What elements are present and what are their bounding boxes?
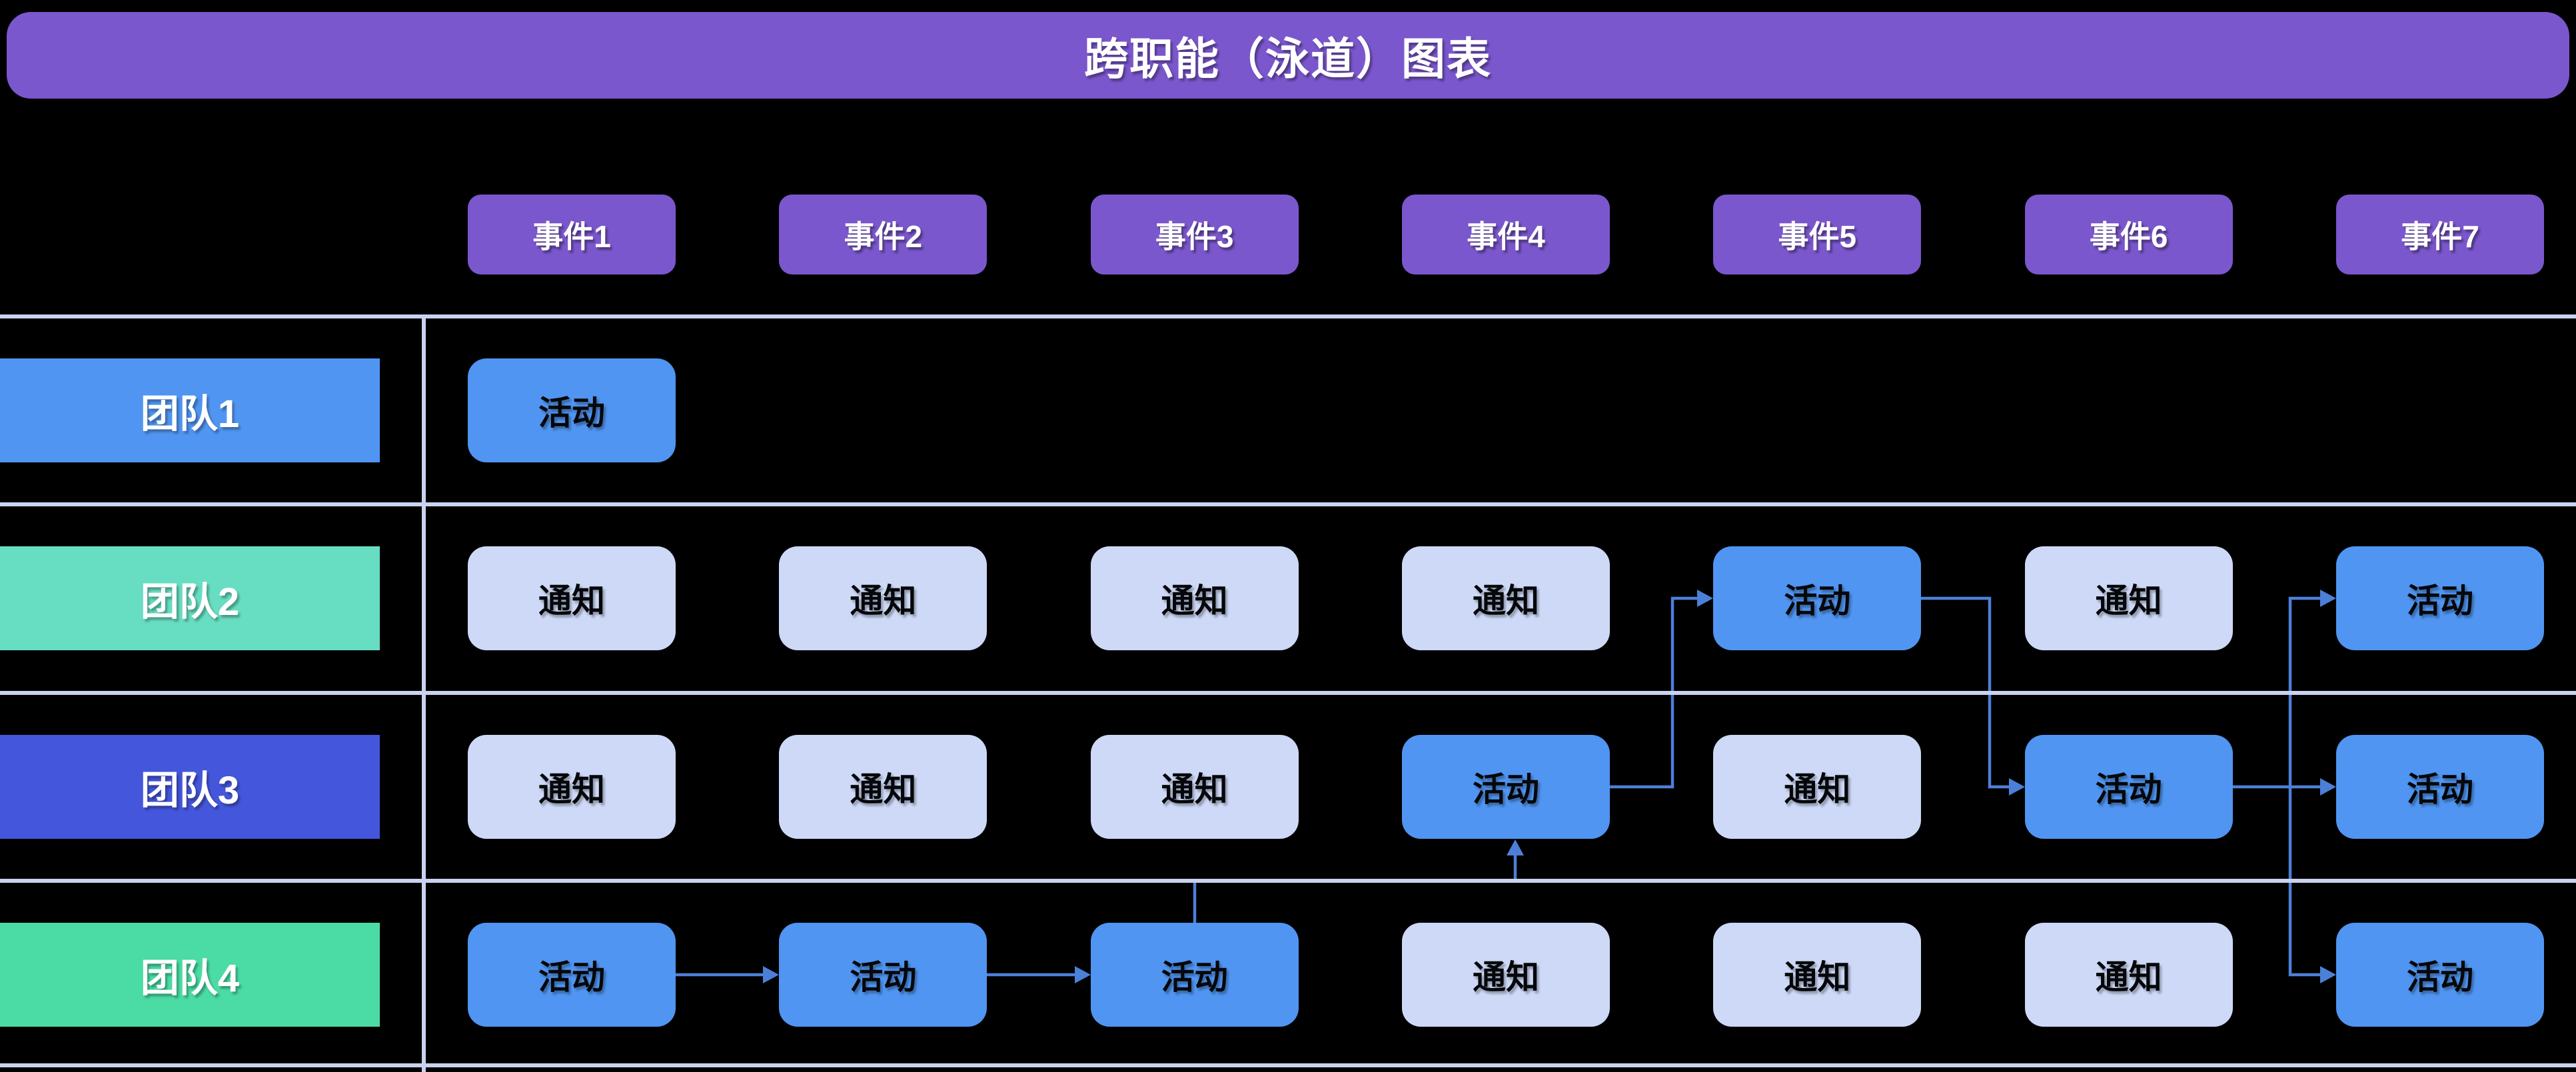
node-team4-event2-activity: 活动 — [779, 923, 987, 1027]
node-team3-event1-notification-label: 通知 — [538, 771, 605, 808]
event-header-4: 事件4 — [1402, 195, 1610, 274]
team-label-4-label: 团队4 — [140, 957, 240, 1000]
node-team2-event3-notification-label: 通知 — [1161, 582, 1228, 620]
node-team2-event7-activity: 活动 — [2336, 546, 2544, 650]
node-team3-event7-activity-label: 活动 — [2407, 771, 2473, 808]
node-team2-event1-notification-label: 通知 — [538, 582, 605, 620]
node-team3-event5-notification: 通知 — [1713, 735, 1922, 839]
node-team1-event1-activity-label: 活动 — [538, 394, 605, 432]
node-team2-event5-activity-label: 活动 — [1784, 582, 1851, 620]
node-team3-event1-notification: 通知 — [468, 735, 676, 839]
node-team2-event6-notification: 通知 — [2024, 546, 2233, 650]
event-header-2-label: 事件2 — [844, 219, 923, 254]
node-team4-event4-notification: 通知 — [1402, 923, 1610, 1027]
node-team4-event2-activity-label: 活动 — [850, 959, 917, 996]
arrowhead-team3-event4__team2-event5 — [1697, 590, 1713, 607]
node-team4-event6-notification-label: 通知 — [2095, 959, 2162, 996]
event-header-5: 事件5 — [1713, 195, 1922, 274]
lane-divider-1 — [0, 314, 2576, 318]
node-team3-event2-notification: 通知 — [779, 735, 987, 839]
event-header-7-label: 事件7 — [2401, 219, 2479, 254]
team-label-3: 团队3 — [0, 735, 380, 839]
node-team2-event4-notification-label: 通知 — [1473, 582, 1539, 620]
node-team2-event5-activity: 活动 — [1713, 546, 1922, 650]
node-team3-event2-notification-label: 通知 — [850, 771, 917, 808]
event-header-1: 事件1 — [468, 195, 676, 274]
node-team3-event3-notification-label: 通知 — [1161, 771, 1228, 808]
node-team3-event4-activity: 活动 — [1402, 735, 1610, 839]
node-team4-event3-activity: 活动 — [1090, 923, 1299, 1027]
team-label-1: 团队1 — [0, 358, 380, 462]
arrowhead-team2-event5__team3-event6 — [2009, 778, 2025, 796]
diagram-title-banner: 跨职能（泳道）图表 — [7, 12, 2569, 99]
arrowhead-team3-event6__team3-event7 — [2320, 778, 2336, 796]
node-team4-event7-activity-label: 活动 — [2407, 959, 2473, 996]
node-team4-event6-notification: 通知 — [2024, 923, 2233, 1027]
lane-divider-4 — [0, 879, 2576, 883]
node-team2-event1-notification: 通知 — [468, 546, 676, 650]
node-team2-event7-activity-label: 活动 — [2407, 582, 2473, 620]
event-header-7: 事件7 — [2336, 195, 2544, 274]
lane-divider-2 — [0, 502, 2576, 506]
node-team3-event7-activity: 活动 — [2336, 735, 2544, 839]
node-team4-event5-notification-label: 通知 — [1784, 959, 1851, 996]
event-header-6: 事件6 — [2024, 195, 2233, 274]
node-team4-event1-activity-label: 活动 — [538, 959, 605, 996]
lane-divider-5 — [0, 1063, 2576, 1067]
node-team2-event2-notification-label: 通知 — [850, 582, 917, 620]
arrowhead-team4-event2__team4-event3 — [1075, 966, 1091, 983]
node-team3-event4-activity-label: 活动 — [1473, 771, 1539, 808]
event-header-4-label: 事件4 — [1467, 219, 1545, 254]
arrowhead-team4-event3__team3-event4 — [1507, 839, 1524, 855]
team-label-3-label: 团队3 — [140, 769, 240, 812]
node-team3-event3-notification: 通知 — [1090, 735, 1299, 839]
lane-divider-3 — [0, 691, 2576, 695]
node-team4-event3-activity-label: 活动 — [1161, 959, 1228, 996]
node-team4-event5-notification: 通知 — [1713, 923, 1922, 1027]
node-team3-event6-activity: 活动 — [2024, 735, 2233, 839]
node-team3-event6-activity-label: 活动 — [2095, 771, 2162, 808]
team-label-1-label: 团队1 — [140, 392, 240, 436]
event-header-3-label: 事件3 — [1155, 219, 1234, 254]
arrowhead-team3-event6__team4-event7 — [2320, 966, 2336, 983]
team-label-2-label: 团队2 — [140, 580, 240, 624]
event-header-5-label: 事件5 — [1778, 219, 1857, 254]
node-team2-event2-notification: 通知 — [779, 546, 987, 650]
node-team1-event1-activity: 活动 — [468, 358, 676, 462]
arrowhead-team3-event6__team2-event7 — [2320, 590, 2336, 607]
team-label-2: 团队2 — [0, 546, 380, 650]
node-team2-event3-notification: 通知 — [1090, 546, 1299, 650]
event-header-2: 事件2 — [779, 195, 987, 274]
connector-team4-event3__team3-event4 — [1193, 854, 1517, 923]
team-column-separator — [422, 316, 426, 1072]
team-label-4: 团队4 — [0, 923, 380, 1027]
node-team3-event5-notification-label: 通知 — [1784, 771, 1851, 808]
page-title: 跨职能（泳道）图表 — [1084, 34, 1492, 83]
node-team2-event6-notification-label: 通知 — [2095, 582, 2162, 620]
event-header-3: 事件3 — [1090, 195, 1299, 274]
node-team4-event1-activity: 活动 — [468, 923, 676, 1027]
node-team4-event4-notification-label: 通知 — [1473, 959, 1539, 996]
event-header-1-label: 事件1 — [532, 219, 611, 254]
event-header-6-label: 事件6 — [2089, 219, 2168, 254]
arrowhead-team4-event1__team4-event2 — [763, 966, 779, 983]
node-team2-event4-notification: 通知 — [1402, 546, 1610, 650]
node-team4-event7-activity: 活动 — [2336, 923, 2544, 1027]
